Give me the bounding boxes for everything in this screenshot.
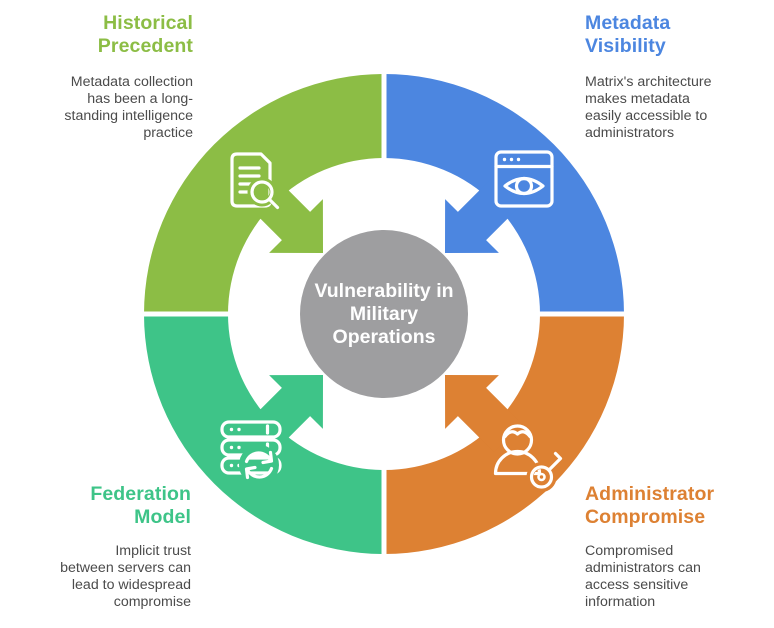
segment-title-metadata-visibility: Metadata Visibility: [585, 12, 671, 57]
segment-title-historical-precedent: Historical Precedent: [97, 12, 193, 57]
arrow-metadata-visibility: [445, 175, 523, 253]
person-key-icon: [493, 424, 563, 492]
segment-description-federation-model: Implicit trust between servers can lead …: [60, 543, 191, 610]
segment-description-metadata-visibility: Matrix's architecture makes metadata eas…: [585, 74, 712, 141]
arrow-federation-model: [245, 375, 323, 453]
segment-description-historical-precedent: Metadata collection has been a long- sta…: [64, 74, 193, 141]
server-sync-icon: [220, 420, 282, 485]
segment-separators: [126, 58, 642, 570]
segment-title-federation-model: Federation Model: [90, 483, 191, 528]
center-title: Vulnerability in Military Operations: [314, 280, 454, 348]
arrow-historical-precedent: [245, 175, 323, 253]
segment-description-administrator-compromise: Compromised administrators can access se…: [585, 543, 701, 610]
window-eye-icon: [494, 150, 554, 208]
inward-arrows: [245, 175, 523, 453]
center-circle: [300, 230, 468, 398]
arrow-administrator-compromise: [445, 375, 523, 453]
document-search-icon: [230, 152, 280, 210]
segment-title-administrator-compromise: Administrator Compromise: [585, 483, 715, 528]
